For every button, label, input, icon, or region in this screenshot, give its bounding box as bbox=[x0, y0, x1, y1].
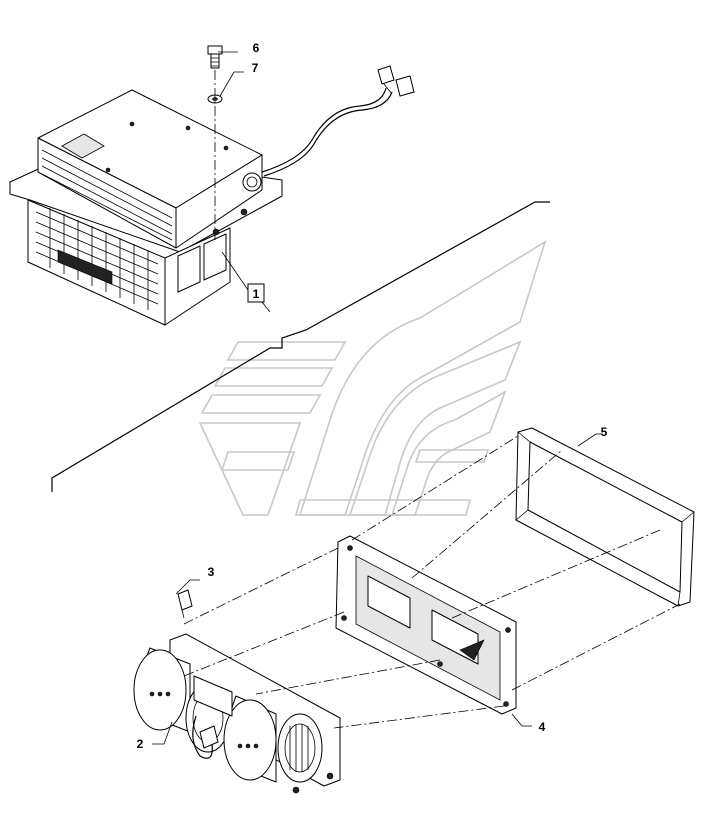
mounting-frame bbox=[335, 535, 517, 715]
callout-7: 7 bbox=[252, 61, 259, 75]
blower-assembly bbox=[133, 633, 341, 794]
callout-5: 5 bbox=[601, 425, 608, 439]
assembly-guide-lines bbox=[183, 435, 681, 729]
callout-1: 1 bbox=[253, 287, 260, 301]
callout-1-box: 1 bbox=[247, 283, 265, 303]
module-vents bbox=[35, 208, 159, 310]
callout-2: 2 bbox=[137, 737, 144, 751]
watermark-logo bbox=[198, 240, 547, 516]
callout-leaders bbox=[152, 51, 602, 745]
control-module bbox=[9, 89, 283, 326]
section-divider bbox=[51, 201, 550, 492]
gasket bbox=[515, 427, 695, 607]
cable-harness bbox=[261, 65, 415, 177]
frame-holes bbox=[341, 545, 511, 707]
module-fins bbox=[41, 149, 173, 241]
callout-6: 6 bbox=[253, 41, 260, 55]
bolt bbox=[207, 45, 223, 69]
callout-4: 4 bbox=[539, 720, 546, 734]
clip-connector bbox=[177, 589, 193, 619]
callout-3: 3 bbox=[208, 565, 215, 579]
